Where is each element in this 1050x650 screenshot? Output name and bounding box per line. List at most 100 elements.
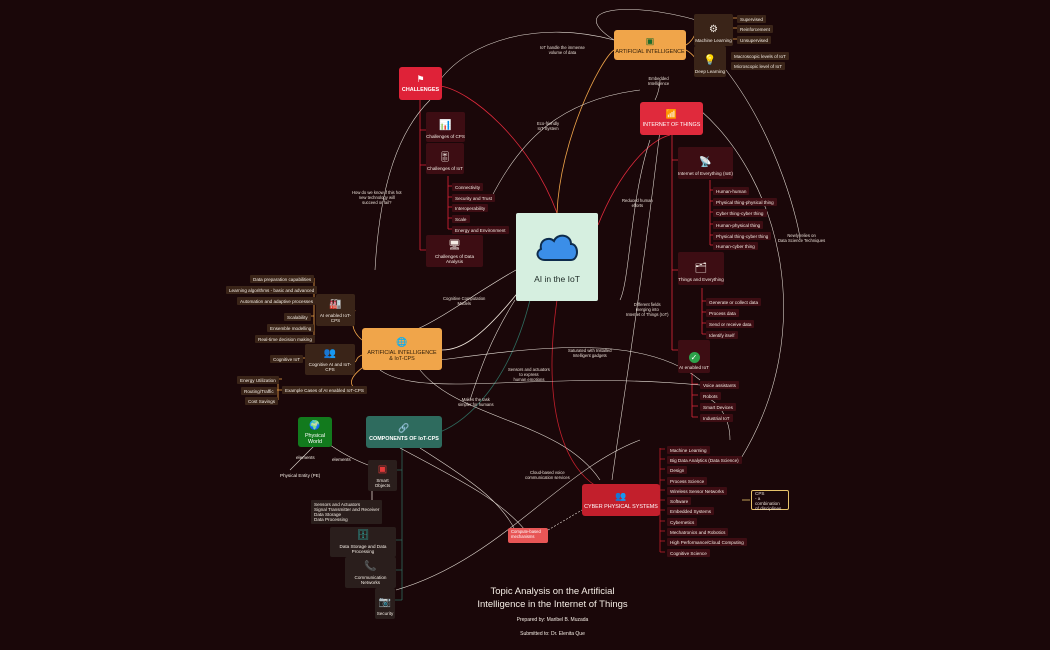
aicps-examples-item: Routing/Traffic bbox=[241, 387, 277, 396]
things-node[interactable]: 🗂 Things and Everything bbox=[678, 252, 724, 285]
smart-item: Signal Transmitter and Receiver bbox=[314, 506, 380, 512]
ai-iot-node[interactable]: ✓ AI enabled IoT bbox=[678, 340, 710, 373]
smart-objects-label: Smart Objects bbox=[374, 478, 391, 488]
smart-objects-node[interactable]: ▣ Smart Objects bbox=[368, 460, 397, 491]
ai-iot-item: Smart Devices bbox=[700, 403, 736, 412]
earth-icon: 🌍 bbox=[309, 419, 321, 430]
challenges-iot-node[interactable]: 🎚 Challenges of IoT bbox=[426, 143, 464, 174]
ai-iot-item: Voice assistants bbox=[700, 381, 739, 390]
storage-label: Data Storage and Data Processing bbox=[339, 544, 387, 554]
cps-item: Cognitive Science bbox=[667, 549, 710, 558]
aicps-examples-item: Energy Utilization bbox=[237, 376, 279, 385]
aicps-label: ARTIFICIAL INTELLIGENCE & IoT-CPS bbox=[367, 349, 437, 362]
challenges-da-node[interactable]: 🖥 Challenges of Data Analysis bbox=[426, 235, 483, 267]
cps-node[interactable]: 👥 CYBER PHYSICAL SYSTEMS bbox=[582, 484, 660, 516]
ioe-item: Physical thing-cyber thing bbox=[713, 232, 772, 241]
challenges-node[interactable]: ⚑ CHALLENGES bbox=[399, 67, 442, 100]
challenges-iot-item: Scale bbox=[452, 215, 470, 224]
ioe-label: Internet of Everything (IoE) bbox=[678, 171, 733, 176]
cps-item: High Performance/Cloud Computing bbox=[667, 538, 747, 547]
factory-icon: 🏭 bbox=[329, 299, 342, 310]
things-item: Process data bbox=[706, 309, 739, 318]
challenges-label: CHALLENGES bbox=[401, 87, 440, 93]
central-label: AI in the IoT bbox=[534, 274, 580, 284]
chart-icon: 📊 bbox=[439, 120, 452, 131]
note-handle: IoT handle the immense volume of data bbox=[540, 45, 585, 55]
flag-icon: ⚑ bbox=[416, 74, 425, 84]
note-makes: Makes the task simpler for humans bbox=[458, 397, 494, 407]
components-icon: 🔗 bbox=[398, 422, 410, 433]
cps-label: CYBER PHYSICAL SYSTEMS bbox=[584, 503, 658, 510]
comm-node[interactable]: 📞 Communication Networks bbox=[345, 557, 396, 588]
chip-icon: ▣ bbox=[645, 35, 655, 46]
aicps-enabled-item: Automation and adaptive processes bbox=[237, 297, 317, 306]
aicps-examples-node[interactable]: Example Cases of AI enabled IoT-CPS bbox=[282, 386, 367, 395]
analysis-icon: 🖥 bbox=[448, 240, 461, 251]
check-icon: ✓ bbox=[688, 352, 700, 363]
cps-item: Design bbox=[667, 466, 688, 475]
dl-label: Deep Learning bbox=[694, 69, 726, 74]
ml-node[interactable]: ⚙ Machine Learning bbox=[694, 14, 733, 46]
smart-object-icon: ▣ bbox=[377, 464, 388, 475]
iot-node[interactable]: 📶 INTERNET OF THINGS bbox=[640, 102, 703, 135]
dl-node[interactable]: 💡 Deep Learning bbox=[694, 46, 726, 77]
components-node[interactable]: 🔗 COMPONENTS OF IoT-CPS bbox=[366, 416, 442, 448]
things-item: Generate or collect data bbox=[706, 298, 762, 307]
smart-items: Sensors and Actuators Signal Transmitter… bbox=[311, 500, 383, 524]
ioe-item: Physical thing-physical thing bbox=[713, 198, 777, 207]
note-eco: Eco-friendly IoT System bbox=[537, 121, 560, 131]
gear-icon: ⚙ bbox=[709, 24, 718, 35]
aicps-enabled-item: Data preparation capabilities bbox=[250, 275, 315, 284]
cloud-icon bbox=[536, 234, 578, 261]
aicps-enabled-item: Ensemble modelling bbox=[267, 324, 315, 333]
aicps-enabled-label: AI enabled IoT-CPS bbox=[319, 313, 352, 323]
challenges-iot-item: Energy and Environment bbox=[452, 226, 509, 235]
ioe-item: Cyber thing-cyber thing bbox=[713, 209, 767, 218]
note-how: How do we know if this hot new technolog… bbox=[352, 190, 402, 205]
storage-node[interactable]: 🗄 Data Storage and Data Processing bbox=[330, 527, 396, 557]
compute-node[interactable]: Compute-based mechanisms bbox=[508, 528, 548, 543]
prepared-by: Prepared by: Maribel B. Muzada bbox=[516, 617, 589, 623]
note-reduced: Reduced human efforts bbox=[622, 198, 653, 208]
dl-item: Macroscopic levels of IoT bbox=[731, 52, 789, 61]
ioe-node[interactable]: 📡 Internet of Everything (IoE) bbox=[678, 147, 733, 179]
cps-item: Process Science bbox=[667, 477, 708, 486]
ai-iot-item: Robots bbox=[700, 392, 721, 401]
ai-node[interactable]: ▣ ARTIFICIAL INTELLIGENCE bbox=[614, 30, 686, 60]
aicps-enabled-node[interactable]: 🏭 AI enabled IoT-CPS bbox=[316, 294, 355, 326]
cps-item: Embedded Systems bbox=[667, 507, 715, 516]
ai-iot-item: Industrial IoT bbox=[700, 414, 733, 423]
elements-label: elements bbox=[332, 457, 351, 462]
central-node[interactable]: AI in the IoT bbox=[516, 213, 598, 301]
challenges-cps-node[interactable]: 📊 Challenges of CPS bbox=[426, 112, 465, 142]
security-node[interactable]: 📷 Security bbox=[375, 588, 395, 619]
submitted-to: Submitted to: Dr. Elenita Que bbox=[520, 631, 585, 637]
database-icon: 🗄 bbox=[356, 530, 370, 541]
elements-label: elements bbox=[296, 455, 315, 460]
note-cloud: Cloud-based voice communication services bbox=[525, 470, 570, 480]
physical-world-node[interactable]: 🌍 Physical World bbox=[298, 417, 332, 447]
challenges-iot-item: Connectivity bbox=[452, 183, 484, 192]
aicps-node[interactable]: 🌐 ARTIFICIAL INTELLIGENCE & IoT-CPS bbox=[362, 328, 442, 370]
cps-item: Big Data Analytics (Data Science) bbox=[667, 456, 742, 465]
note-cognitive-models: Cognitive Computation Models bbox=[443, 296, 486, 306]
iot-label: INTERNET OF THINGS bbox=[642, 122, 701, 128]
aicps-cognitive-node[interactable]: 👥 Cognitive AI and IoT-CPS bbox=[305, 344, 355, 375]
note-different: Different fields merging into Internet o… bbox=[626, 302, 669, 317]
security-label: Security bbox=[376, 611, 394, 616]
lightbulb-icon: 💡 bbox=[703, 55, 717, 66]
ml-item: Reinforcement bbox=[737, 25, 773, 34]
components-label: COMPONENTS OF IoT-CPS bbox=[369, 435, 439, 442]
aicps-enabled-item: Real-time decision making bbox=[255, 335, 315, 344]
cps-item: Mechatronics and Robotics bbox=[667, 528, 729, 537]
physical-world-label: Physical World bbox=[304, 432, 326, 445]
ml-label: Machine Learning bbox=[695, 38, 732, 43]
physical-entity-label: Physical Entity (PE) bbox=[280, 473, 321, 478]
aicps-cognitive-item: Cognitive IoT bbox=[270, 355, 304, 364]
challenges-iot-item: Interoperability bbox=[452, 204, 489, 213]
ai-label: ARTIFICIAL INTELLIGENCE bbox=[615, 48, 685, 55]
aicps-examples-item: Cost Savings bbox=[245, 397, 279, 406]
satellite-icon: 📡 bbox=[699, 157, 712, 168]
ai-iot-label: AI enabled IoT bbox=[679, 365, 709, 370]
